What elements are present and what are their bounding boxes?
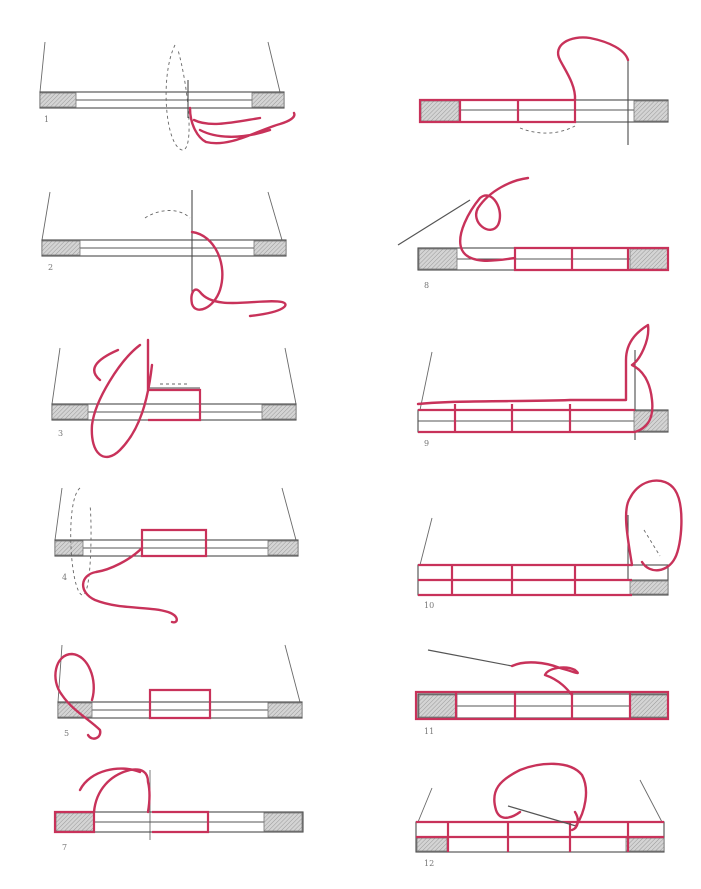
panel-right-2: 8 — [398, 178, 668, 290]
panel-label: 10 — [424, 601, 434, 610]
panel-label: 2 — [48, 263, 53, 272]
panel-right-6: 12 — [416, 764, 664, 868]
panel-label: 12 — [424, 859, 434, 868]
panel-label: 1 — [44, 115, 49, 124]
panel-left-2: 2 — [42, 190, 286, 316]
panel-right-5: 11 — [416, 650, 668, 736]
panel-label: 3 — [58, 429, 63, 438]
panel-label: 7 — [62, 843, 67, 852]
panel-left-5: 5 — [55, 645, 302, 739]
panel-left-1: 1 — [40, 42, 294, 150]
panel-label: 8 — [424, 281, 429, 290]
panel-right-3: 9 — [418, 325, 668, 448]
panel-label: 9 — [424, 439, 429, 448]
panel-left-4: 4 — [55, 488, 298, 622]
panel-right-4: 10 — [418, 481, 681, 610]
panel-label: 5 — [64, 729, 69, 738]
panel-label: 11 — [424, 727, 434, 736]
panel-left-6: 7 — [55, 769, 303, 852]
panel-label: 4 — [62, 573, 67, 582]
panel-right-1 — [420, 37, 668, 145]
panel-left-3: 3 — [52, 340, 296, 457]
